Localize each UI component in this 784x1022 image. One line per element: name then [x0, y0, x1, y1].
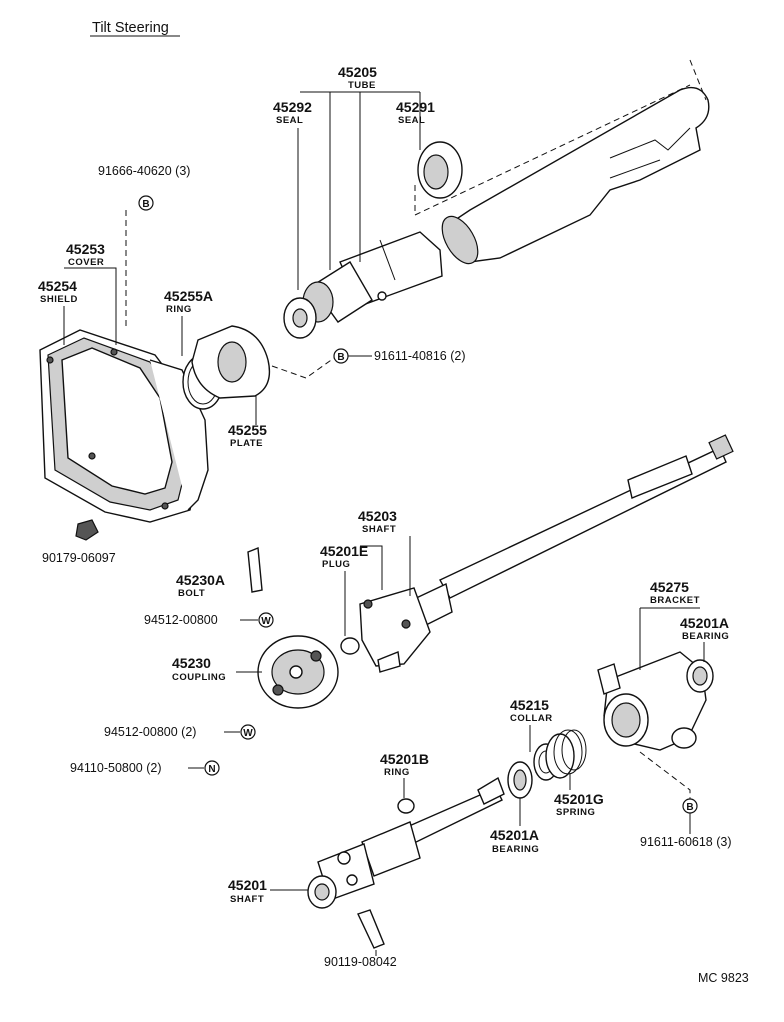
fastener-91666-40620: 91666-40620 (3): [98, 164, 190, 178]
part-number-45201B: 45201B: [380, 751, 429, 767]
leader-45201E: [344, 545, 383, 636]
coupling-illustration: [257, 635, 339, 709]
part-number-45230A: 45230A: [176, 572, 225, 588]
part-name-45201E: PLUG: [322, 559, 350, 570]
fastener-94512-00800: 94512-00800: [144, 613, 218, 627]
fastener-91611-40816: 91611-40816 (2): [374, 349, 466, 363]
bracket-illustration: [597, 651, 714, 751]
diagram-code: MC 9823: [698, 971, 749, 985]
leader-dashed-91611-60618: [639, 751, 691, 800]
part-name-45275: BRACKET: [650, 595, 700, 606]
part-name-45230: COUPLING: [172, 672, 226, 683]
part-number-45292: 45292: [273, 99, 312, 115]
part-name-45201: SHAFT: [230, 894, 264, 905]
fastener-90179-06097: 90179-06097: [42, 551, 116, 565]
part-name-45205: TUBE: [348, 80, 376, 91]
ring-45201B-illustration: [397, 798, 415, 814]
fastener-91611-60618: 91611-60618 (3): [640, 835, 732, 849]
part-name-45203: SHAFT: [362, 524, 396, 535]
part-number-45255A: 45255A: [164, 288, 213, 304]
leader-45275: [639, 607, 700, 670]
bolt-90119-illustration: [357, 909, 385, 949]
part-name-45292: SEAL: [276, 115, 303, 126]
part-name-45255: PLATE: [230, 438, 263, 449]
w-symbol-icon-2: [240, 724, 256, 740]
part-number-45253: 45253: [66, 241, 105, 257]
part-number-45205: 45205: [338, 64, 377, 80]
b-symbol-letter-2: B: [337, 352, 344, 363]
part-name-45255A: RING: [166, 304, 192, 315]
w-symbol-letter-2: W: [243, 728, 253, 739]
lower-shaft-illustration: [307, 776, 505, 909]
part-number-45201A-bot: 45201A: [490, 827, 539, 843]
upper-shaft-illustration: [359, 434, 734, 673]
part-name-45201A-top: BEARING: [682, 631, 729, 642]
part-number-45201: 45201: [228, 877, 267, 893]
fastener-94110-50800: 94110-50800 (2): [70, 761, 162, 775]
part-name-45215: COLLAR: [510, 713, 553, 724]
part-number-45291: 45291: [396, 99, 435, 115]
part-number-45275: 45275: [650, 579, 689, 595]
bolt-illustration: [247, 547, 263, 593]
part-name-45253: COVER: [68, 257, 104, 268]
w-symbol-letter: W: [261, 616, 271, 627]
part-number-45254: 45254: [38, 278, 77, 294]
leader-dashed-91611: [271, 357, 335, 379]
plug-illustration: [340, 637, 360, 655]
part-name-45254: SHIELD: [40, 294, 78, 305]
fastener-94512-00800-2: 94512-00800 (2): [104, 725, 196, 739]
b-symbol-letter-3: B: [686, 802, 693, 813]
n-symbol-letter: N: [208, 764, 215, 775]
cover-shield-illustration: [39, 329, 209, 523]
part-name-45201G: SPRING: [556, 807, 595, 818]
n-symbol-icon: [204, 760, 220, 776]
part-number-45203: 45203: [358, 508, 397, 524]
plate-hole: [217, 341, 247, 383]
b-symbol-letter: B: [142, 199, 149, 210]
leader-45253: [64, 267, 117, 345]
diagram-title: Tilt Steering: [92, 20, 169, 36]
part-number-45201E: 45201E: [320, 543, 368, 559]
part-number-45201G: 45201G: [554, 791, 604, 807]
leader-45205: [300, 91, 421, 270]
part-name-45291: SEAL: [398, 115, 425, 126]
part-number-45201A-top: 45201A: [680, 615, 729, 631]
part-name-45201A-bot: BEARING: [492, 844, 539, 855]
part-name-45201B: RING: [384, 767, 410, 778]
b-symbol-icon: [138, 195, 154, 211]
part-name-45230A: BOLT: [178, 588, 205, 599]
collar-spring-bearing-illustration: [507, 729, 587, 799]
part-number-45215: 45215: [510, 697, 549, 713]
part-number-45230: 45230: [172, 655, 211, 671]
tube-illustration: [283, 59, 710, 339]
fastener-90119-08042: 90119-08042: [324, 955, 397, 969]
nut-illustration: [75, 519, 99, 541]
part-number-45255: 45255: [228, 422, 267, 438]
w-symbol-icon: [258, 612, 274, 628]
